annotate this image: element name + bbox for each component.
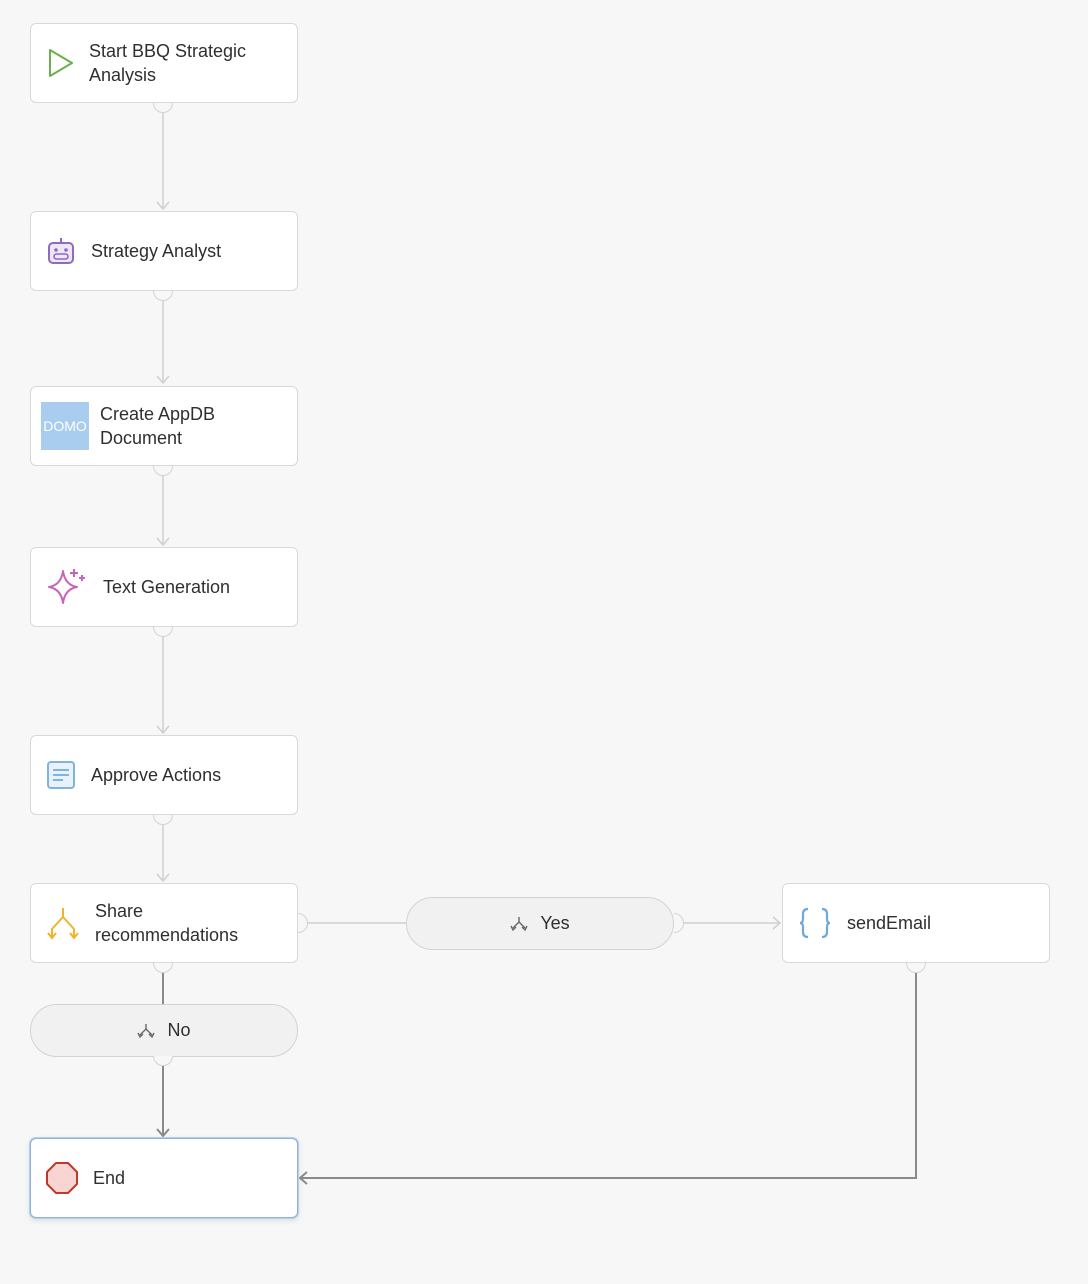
sparkle-icon	[45, 565, 89, 609]
code-braces-icon	[797, 905, 833, 941]
branch-icon	[510, 915, 528, 933]
node-label: Share recommendations	[95, 901, 239, 945]
branch-label: Yes	[540, 913, 570, 933]
node-label: sendEmail	[847, 913, 932, 933]
arrowhead	[156, 873, 170, 883]
node-label: Start BBQ Strategic Analysis	[89, 41, 247, 85]
node-text-generation[interactable]: Text Generation	[30, 547, 298, 627]
node-strategy-analyst[interactable]: Strategy Analyst	[30, 211, 298, 291]
arrowhead	[156, 375, 170, 385]
node-send-email[interactable]: sendEmail	[782, 883, 1050, 963]
domo-logo: DOMO	[41, 402, 89, 450]
node-share-recommendations[interactable]: Share recommendations	[30, 883, 298, 963]
node-start[interactable]: Start BBQ Strategic Analysis	[30, 23, 298, 103]
play-icon	[45, 47, 75, 79]
robot-icon	[45, 235, 77, 267]
node-end[interactable]: End	[30, 1138, 298, 1218]
branch-label: No	[167, 1020, 191, 1040]
node-create-appdb[interactable]: DOMO Create AppDB Document	[30, 386, 298, 466]
arrowhead	[156, 1128, 170, 1138]
branch-split-icon	[45, 905, 81, 941]
branch-icon	[137, 1022, 156, 1040]
stop-octagon-icon	[45, 1161, 79, 1195]
node-label: Text Generation	[103, 577, 231, 597]
arrowhead	[156, 725, 170, 735]
arrowhead	[156, 537, 170, 547]
connector-sendemail-end	[300, 973, 917, 1179]
node-label: Strategy Analyst	[91, 241, 222, 261]
node-label: Create AppDB Document	[100, 404, 216, 448]
node-label: End	[93, 1168, 126, 1188]
node-approve-actions[interactable]: Approve Actions	[30, 735, 298, 815]
arrowhead	[772, 916, 782, 930]
arrowhead	[298, 1171, 308, 1185]
branch-yes[interactable]: Yes	[406, 897, 674, 950]
branch-no[interactable]: No	[30, 1004, 298, 1057]
form-icon	[45, 759, 77, 791]
node-label: Approve Actions	[91, 765, 222, 785]
arrowhead	[156, 201, 170, 211]
